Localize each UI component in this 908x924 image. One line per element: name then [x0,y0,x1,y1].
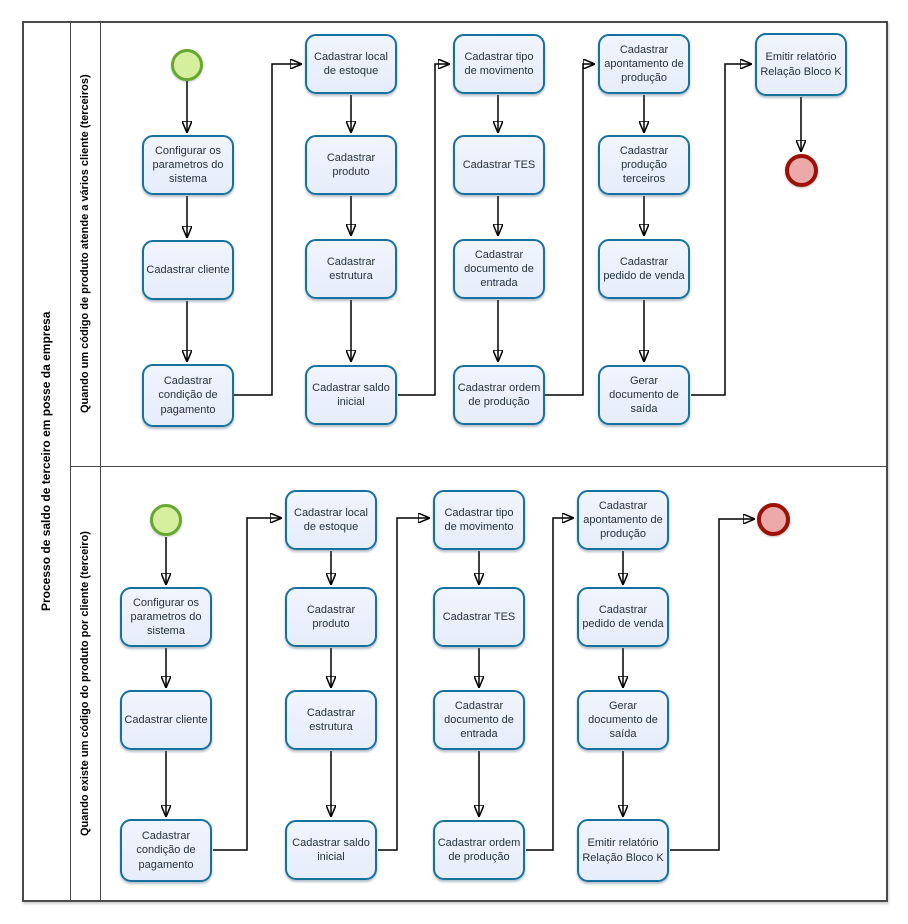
task-lane2-gerar-documento-saida[interactable]: Gerar documento de saída [577,690,669,750]
task-lane2-cadastrar-produto[interactable]: Cadastrar produto [285,587,377,647]
task-lane2-cadastrar-tes[interactable]: Cadastrar TES [433,587,525,647]
task-lane1-cadastrar-pedido-venda[interactable]: Cadastrar pedido de venda [598,239,690,299]
task-lane2-emitir-relatorio-bloco-k[interactable]: Emitir relatório Relação Bloco K [577,819,669,882]
task-lane2-cadastrar-documento-entrada[interactable]: Cadastrar documento de entrada [433,690,525,750]
lane-1-label: Quando um código de produto atende a vár… [79,74,91,413]
task-lane2-cadastrar-cliente[interactable]: Cadastrar cliente [120,690,212,750]
task-lane1-cadastrar-documento-entrada[interactable]: Cadastrar documento de entrada [453,239,545,299]
task-lane1-emitir-relatorio-bloco-k[interactable]: Emitir relatório Relação Bloco K [755,33,847,96]
pool-title-divider [70,21,71,902]
lane-label-divider [100,21,101,902]
task-lane2-cadastrar-estrutura[interactable]: Cadastrar estrutura [285,690,377,750]
lane-divider [70,466,888,467]
task-lane2-cadastrar-condicao-pagamento[interactable]: Cadastrar condição de pagamento [120,819,212,882]
task-lane1-cadastrar-produto[interactable]: Cadastrar produto [305,135,397,195]
task-lane1-cadastrar-producao-terceiros[interactable]: Cadastrar produção terceiros [598,135,690,195]
task-lane1-cadastrar-tes[interactable]: Cadastrar TES [453,135,545,195]
task-lane1-cadastrar-estrutura[interactable]: Cadastrar estrutura [305,239,397,299]
task-lane1-cadastrar-cliente[interactable]: Cadastrar cliente [142,240,234,300]
task-lane1-cadastrar-ordem-producao[interactable]: Cadastrar ordem de produção [453,365,545,425]
task-lane2-cadastrar-tipo-movimento[interactable]: Cadastrar tipo de movimento [433,490,525,550]
task-lane2-configurar-parametros[interactable]: Configurar os parametros do sistema [120,587,212,647]
task-lane2-cadastrar-pedido-venda[interactable]: Cadastrar pedido de venda [577,587,669,647]
task-lane1-cadastrar-apontamento-producao[interactable]: Cadastrar apontamento de produção [598,34,690,94]
task-lane1-cadastrar-condicao-pagamento[interactable]: Cadastrar condição de pagamento [142,364,234,427]
end-event-icon[interactable] [785,154,818,187]
start-event-icon[interactable] [150,504,182,536]
task-lane1-cadastrar-tipo-movimento[interactable]: Cadastrar tipo de movimento [453,34,545,94]
lane-2-label: Quando existe um código do produto por c… [79,531,91,837]
task-lane1-cadastrar-local-estoque[interactable]: Cadastrar local de estoque [305,34,397,94]
pool-title: Processo de saldo de terceiro em posse d… [39,311,53,612]
task-lane1-cadastrar-saldo-inicial[interactable]: Cadastrar saldo inicial [305,365,397,425]
task-lane1-gerar-documento-saida[interactable]: Gerar documento de saída [598,365,690,425]
task-lane2-cadastrar-apontamento-producao[interactable]: Cadastrar apontamento de produção [577,490,669,550]
start-event-icon[interactable] [171,49,203,81]
end-event-icon[interactable] [757,503,790,536]
task-lane2-cadastrar-saldo-inicial[interactable]: Cadastrar saldo inicial [285,820,377,880]
task-lane2-cadastrar-ordem-producao[interactable]: Cadastrar ordem de produção [433,820,525,880]
task-lane2-cadastrar-local-estoque[interactable]: Cadastrar local de estoque [285,490,377,550]
task-lane1-configurar-parametros[interactable]: Configurar os parametros do sistema [142,135,234,195]
